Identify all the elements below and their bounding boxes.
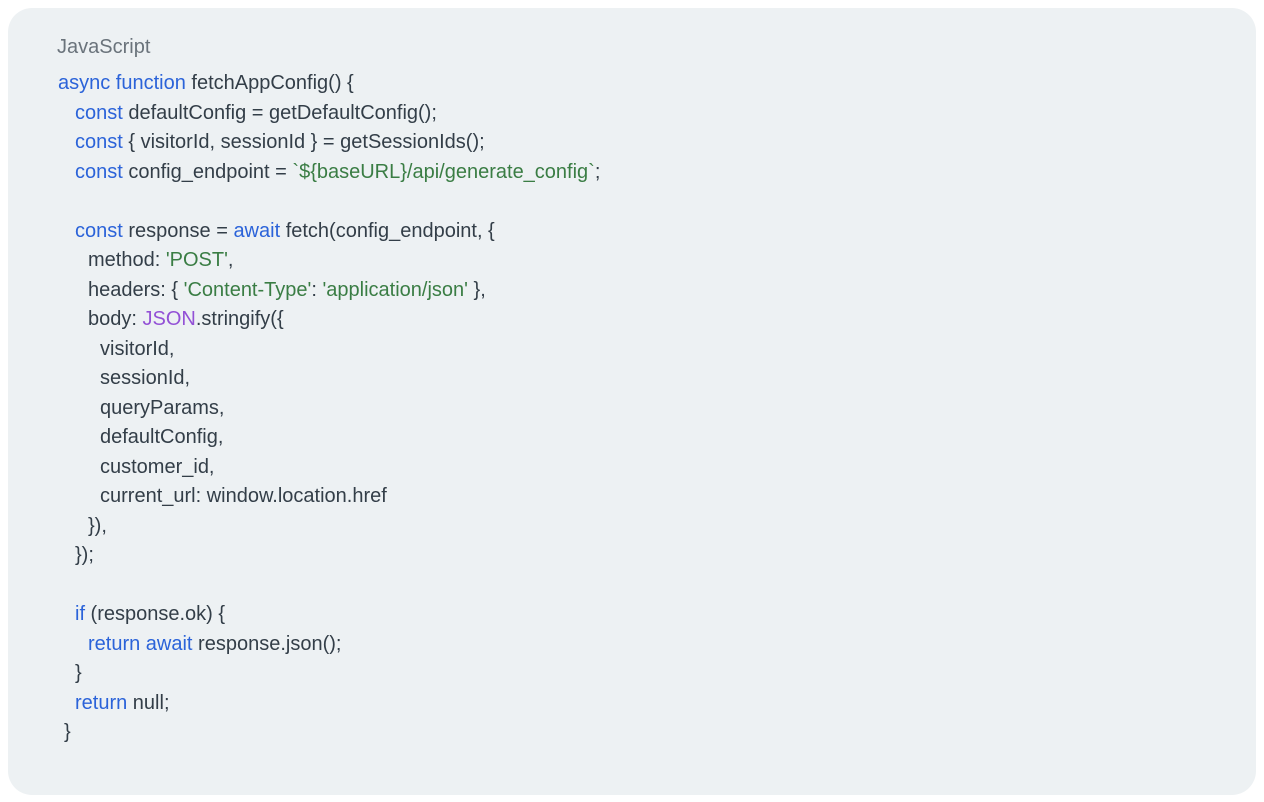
code-panel: JavaScript async function fetchAppConfig… xyxy=(8,8,1256,795)
code-token: const xyxy=(75,101,123,124)
code-token: } xyxy=(75,662,82,684)
code-token: } xyxy=(64,721,71,743)
code-line: } xyxy=(57,718,1216,748)
code-token: fetch(config_endpoint, { xyxy=(280,219,495,242)
code-token: (response.ok) { xyxy=(85,603,226,625)
code-token: }), xyxy=(88,514,107,537)
code-token: response = xyxy=(122,219,234,242)
code-token: response.json(); xyxy=(192,632,342,655)
code-token: body: xyxy=(88,308,143,330)
code-line: } xyxy=(57,659,1216,689)
code-token: ; xyxy=(594,160,601,183)
code-line: const config_endpoint = `${baseURL}/api/… xyxy=(57,158,1216,188)
code-token: return xyxy=(75,691,128,714)
code-token: fetchAppConfig() { xyxy=(185,72,354,94)
code-token: defaultConfig = getDefaultConfig(); xyxy=(122,101,437,124)
code-token: if xyxy=(75,603,85,625)
code-line: defaultConfig, xyxy=(57,423,1216,453)
code-token: 'application/json' xyxy=(322,278,468,301)
code-token: }, xyxy=(467,278,486,301)
code-token: null; xyxy=(127,691,170,714)
code-token: const xyxy=(75,219,123,242)
code-token: , xyxy=(227,249,234,271)
code-line: }), xyxy=(57,512,1216,542)
code-content: async function fetchAppConfig() {const d… xyxy=(57,69,1216,748)
code-token: const xyxy=(75,160,123,183)
code-token: customer_id, xyxy=(100,455,215,478)
code-token: `${baseURL}/api/generate_config` xyxy=(292,160,595,183)
code-token: headers: { xyxy=(88,278,184,301)
code-token: JSON xyxy=(142,308,196,330)
code-line: body: JSON.stringify({ xyxy=(57,305,1216,335)
code-line: method: 'POST', xyxy=(57,246,1216,276)
code-token: 'POST' xyxy=(165,249,228,271)
code-token: 'Content-Type' xyxy=(183,278,312,301)
code-line: queryParams, xyxy=(57,394,1216,424)
code-line xyxy=(57,187,1216,217)
code-token: sessionId, xyxy=(100,367,191,389)
code-line: customer_id, xyxy=(57,453,1216,483)
code-line: return await response.json(); xyxy=(57,630,1216,660)
code-token: current_url: window.location.href xyxy=(100,485,387,507)
code-token: config_endpoint = xyxy=(122,160,293,183)
code-token: .stringify({ xyxy=(195,308,284,330)
code-token: return await xyxy=(88,632,193,655)
code-line: headers: { 'Content-Type': 'application/… xyxy=(57,276,1216,306)
code-line: async function fetchAppConfig() { xyxy=(57,69,1216,99)
code-token: visitorId, xyxy=(100,337,175,360)
code-line: sessionId, xyxy=(57,364,1216,394)
code-token: { visitorId, sessionId } = getSessionIds… xyxy=(122,131,485,153)
code-token: : xyxy=(311,278,323,301)
code-line xyxy=(57,571,1216,601)
code-token: }); xyxy=(75,544,94,566)
code-line: }); xyxy=(57,541,1216,571)
code-line: current_url: window.location.href xyxy=(57,482,1216,512)
code-line: visitorId, xyxy=(57,335,1216,365)
code-line: return null; xyxy=(57,689,1216,719)
code-line: const defaultConfig = getDefaultConfig()… xyxy=(57,99,1216,129)
code-line: const response = await fetch(config_endp… xyxy=(57,217,1216,247)
code-token: const xyxy=(75,131,123,153)
code-token: defaultConfig, xyxy=(100,426,224,448)
code-token: queryParams, xyxy=(100,396,225,419)
code-language-label: JavaScript xyxy=(57,36,151,58)
code-token: method: xyxy=(88,249,166,271)
code-line: const { visitorId, sessionId } = getSess… xyxy=(57,128,1216,158)
code-token: async function xyxy=(58,72,186,94)
code-line: if (response.ok) { xyxy=(57,600,1216,630)
code-token: await xyxy=(233,219,281,242)
